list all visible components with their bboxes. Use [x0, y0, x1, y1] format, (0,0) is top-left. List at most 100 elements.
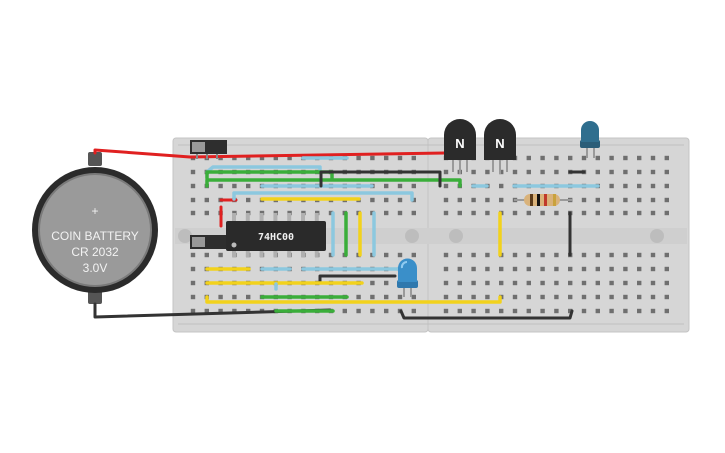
transistor-leg	[492, 160, 494, 172]
breadboard-hole	[609, 266, 614, 272]
wire-red-battery[interactable]	[93, 148, 447, 159]
breadboard-hole	[190, 294, 196, 300]
breadboard-hole	[637, 308, 642, 314]
breadboard-hole	[384, 155, 389, 161]
breadboard-hole	[411, 308, 416, 314]
breadboard-hole	[342, 308, 347, 314]
breadboard-hole	[595, 155, 600, 161]
breadboard-hole	[457, 210, 462, 216]
breadboard-hole	[232, 294, 237, 300]
breadboard-hole	[637, 252, 642, 258]
breadboard-hole	[637, 210, 642, 216]
transistor-body	[444, 119, 476, 160]
transistor-body	[484, 119, 516, 160]
breadboard-hole	[581, 210, 587, 216]
breadboard-hole	[218, 294, 223, 300]
breadboard-hole	[664, 280, 669, 286]
breadboard-hole	[443, 294, 449, 300]
breadboard-hole	[650, 252, 656, 258]
breadboard-hole	[443, 183, 449, 189]
breadboard-hole	[411, 252, 416, 258]
resistor[interactable]	[514, 194, 572, 206]
wire-black-battery[interactable]	[93, 302, 332, 319]
breadboard-hole	[664, 210, 669, 216]
breadboard-hole	[581, 155, 587, 161]
breadboard-hole	[554, 210, 559, 216]
wire-black-top[interactable]	[319, 170, 442, 188]
chip-pin	[301, 251, 305, 257]
breadboard-hole	[356, 155, 361, 161]
led-light-blue[interactable]	[397, 258, 418, 298]
wire-yellow-4[interactable]	[205, 295, 502, 304]
breadboard-hole	[609, 155, 614, 161]
breadboard-hole	[218, 252, 223, 258]
wire-black-led[interactable]	[318, 274, 397, 285]
slide-switch-top[interactable]	[190, 140, 227, 159]
breadboard-hole	[499, 266, 504, 272]
breadboard-hole	[397, 294, 403, 300]
breadboard-hole	[595, 252, 600, 258]
wire-green-2[interactable]	[205, 178, 462, 188]
switch-pin	[196, 154, 198, 159]
breadboard-hole	[259, 155, 265, 161]
wire-blue-2[interactable]	[205, 165, 322, 174]
breadboard-hole	[328, 252, 334, 258]
breadboard-hole	[411, 183, 416, 189]
switch-knob	[192, 237, 205, 247]
resistor-band	[537, 194, 540, 206]
breadboard-hole	[471, 197, 476, 203]
chip-pin	[273, 213, 278, 221]
breadboard-hole	[218, 308, 223, 314]
wire-green-1[interactable]	[205, 170, 334, 180]
breadboard-hole	[457, 197, 462, 203]
npn-transistor-1[interactable]: N	[444, 119, 476, 174]
led-dome	[398, 258, 417, 282]
transistor-leg	[506, 160, 508, 172]
breadboard-hole	[397, 197, 403, 203]
breadboard-hole	[384, 197, 389, 203]
breadboard-hole	[623, 197, 628, 203]
breadboard-hole	[485, 252, 490, 258]
breadboard-hole	[273, 155, 278, 161]
npn-transistor-2[interactable]: N	[484, 119, 516, 174]
breadboard-hole	[637, 294, 642, 300]
switch-knob	[192, 142, 205, 152]
breadboard-hole	[581, 266, 587, 272]
breadboard-hole	[190, 197, 196, 203]
breadboard-hole	[384, 183, 389, 189]
breadboard-hole	[664, 266, 669, 272]
breadboard-hole	[512, 294, 518, 300]
resistor-band	[553, 194, 556, 206]
coin-battery[interactable]: + COIN BATTERY CR 2032 3.0V	[32, 152, 158, 304]
led-dark-blue[interactable]	[580, 121, 600, 158]
breadboard-hole	[664, 308, 669, 314]
chip-pin	[232, 213, 236, 221]
breadboard-hole	[595, 169, 600, 175]
wire-black-bottom[interactable]	[399, 309, 574, 320]
breadboard-hole	[471, 308, 476, 314]
breadboard-hole	[204, 197, 209, 203]
breadboard-hole	[218, 183, 223, 189]
slide-switch-middle[interactable]	[190, 235, 227, 249]
breadboard-hole	[568, 308, 573, 314]
logic-chip[interactable]: 74HC00	[226, 213, 326, 257]
breadboard-hole	[370, 294, 375, 300]
wire-blue-4[interactable]	[232, 191, 414, 202]
breadboard-hole	[540, 294, 545, 300]
breadboard-hole	[650, 197, 656, 203]
breadboard-hole	[554, 280, 559, 286]
led-dome	[581, 121, 599, 142]
breadboard-hole	[190, 266, 196, 272]
breadboard-hole	[540, 280, 545, 286]
breadboard-hole	[457, 266, 462, 272]
breadboard-hole	[370, 280, 375, 286]
breadboard-hole	[471, 210, 476, 216]
breadboard-hole	[485, 294, 490, 300]
breadboard-hole	[554, 155, 559, 161]
breadboard-hole	[568, 294, 573, 300]
chip-pin	[259, 213, 264, 221]
breadboard-hole	[485, 210, 490, 216]
resistor-band	[530, 194, 533, 206]
transistor-label: N	[455, 136, 464, 151]
breadboard-hole	[397, 183, 403, 189]
